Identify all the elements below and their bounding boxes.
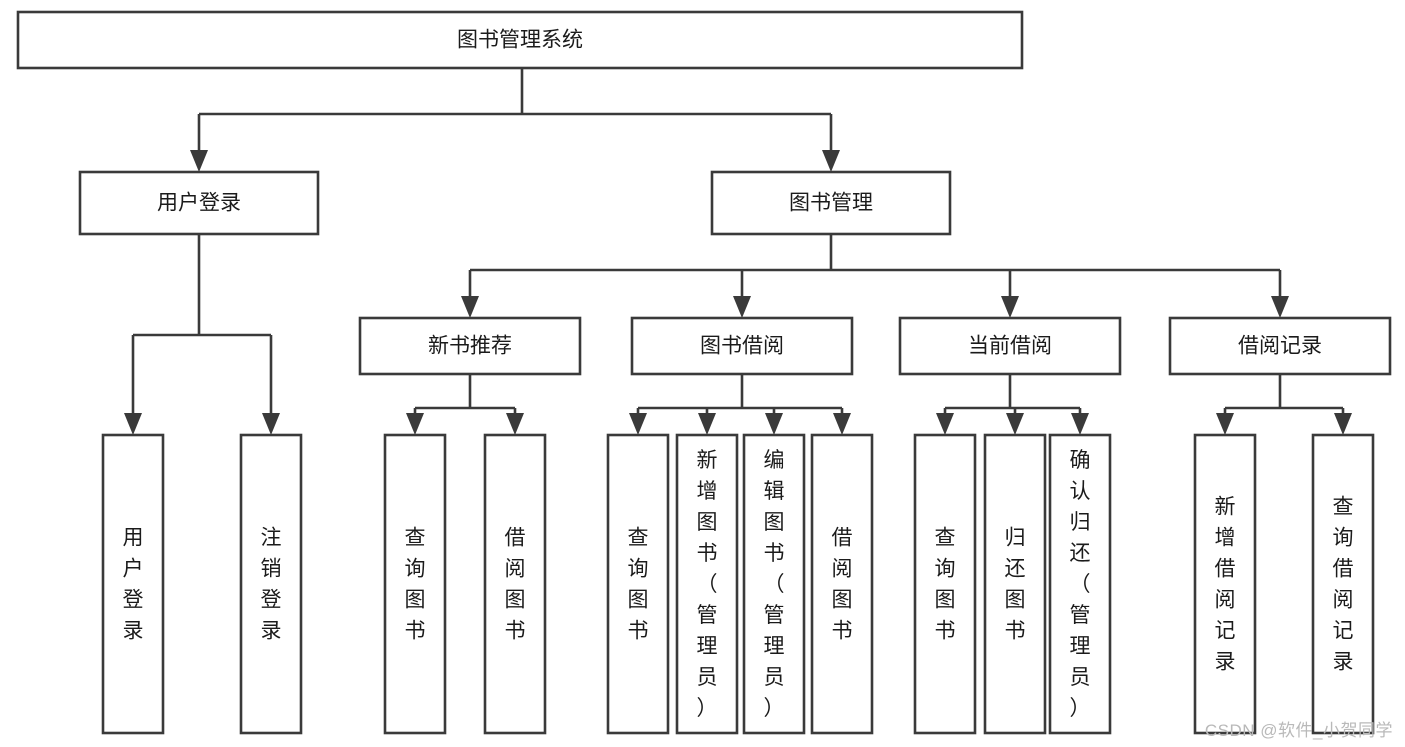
node-current-borrow[interactable]: 当前借阅 — [898, 316, 1122, 376]
node-label-book-manage: 图书管理 — [789, 192, 873, 215]
node-box-leaf-borrow-book — [810, 433, 874, 735]
arrow-leaf-confirm-return-admin-icon — [1071, 413, 1089, 435]
arrow-leaf-query-book-recommend-icon — [406, 413, 424, 435]
arrow-borrow-record-icon — [1271, 296, 1289, 318]
node-box-borrow-record — [1168, 316, 1392, 376]
node-box-current-borrow — [898, 316, 1122, 376]
arrow-leaf-edit-book-admin-icon — [765, 413, 783, 435]
node-borrow-record[interactable]: 借阅记录 — [1168, 316, 1392, 376]
node-leaf-query-book-current[interactable]: 查询图书 — [913, 433, 977, 735]
node-label-new-book-recommend: 新书推荐 — [428, 335, 512, 358]
node-box-book-borrow — [630, 316, 854, 376]
node-leaf-return-book[interactable]: 归还图书 — [983, 433, 1047, 735]
node-label-leaf-query-book-recommend: 查询图书 — [405, 527, 426, 643]
node-layer: 图书管理系统用户登录图书管理新书推荐图书借阅当前借阅借阅记录用户登录注销登录查询… — [16, 10, 1392, 735]
node-box-leaf-confirm-return-admin — [1048, 433, 1112, 735]
node-label-borrow-record: 借阅记录 — [1238, 335, 1322, 358]
arrow-leaf-user-login-icon — [124, 413, 142, 435]
node-label-leaf-confirm-return-admin: 确认归还（管理员） — [1070, 449, 1091, 720]
node-leaf-edit-book-admin[interactable]: 编辑图书（管理员） — [742, 433, 806, 735]
arrow-leaf-query-book-borrow-icon — [629, 413, 647, 435]
node-box-leaf-edit-book-admin — [742, 433, 806, 735]
node-label-leaf-add-book-admin: 新增图书（管理员） — [697, 449, 718, 720]
node-box-new-book-recommend — [358, 316, 582, 376]
node-label-root: 图书管理系统 — [457, 29, 583, 52]
node-book-borrow[interactable]: 图书借阅 — [630, 316, 854, 376]
arrow-user-login-icon — [190, 150, 208, 172]
node-label-leaf-borrow-book-recommend: 借阅图书 — [505, 527, 526, 643]
arrow-book-manage-icon — [822, 150, 840, 172]
arrow-new-book-recommend-icon — [461, 296, 479, 318]
node-label-leaf-edit-book-admin: 编辑图书（管理员） — [764, 449, 785, 720]
arrow-leaf-add-borrow-record-icon — [1216, 413, 1234, 435]
node-new-book-recommend[interactable]: 新书推荐 — [358, 316, 582, 376]
node-box-leaf-query-book-current — [913, 433, 977, 735]
node-leaf-add-borrow-record[interactable]: 新增借阅记录 — [1193, 433, 1257, 735]
node-label-user-login: 用户登录 — [157, 192, 241, 215]
node-box-leaf-user-login — [101, 433, 165, 735]
arrow-leaf-query-borrow-record-icon — [1334, 413, 1352, 435]
node-box-leaf-user-logout — [239, 433, 303, 735]
node-label-leaf-user-logout: 注销登录 — [261, 527, 282, 643]
arrow-leaf-query-book-current-icon — [936, 413, 954, 435]
node-label-leaf-borrow-book: 借阅图书 — [832, 527, 853, 643]
node-label-leaf-user-login: 用户登录 — [123, 527, 144, 643]
arrow-leaf-return-book-icon — [1006, 413, 1024, 435]
node-leaf-borrow-book-recommend[interactable]: 借阅图书 — [483, 433, 547, 735]
node-leaf-confirm-return-admin[interactable]: 确认归还（管理员） — [1048, 433, 1112, 735]
node-leaf-user-logout[interactable]: 注销登录 — [239, 433, 303, 735]
node-box-user-login — [78, 170, 320, 236]
node-label-leaf-query-book-current: 查询图书 — [935, 527, 956, 643]
node-label-leaf-return-book: 归还图书 — [1005, 527, 1026, 643]
node-leaf-query-book-borrow[interactable]: 查询图书 — [606, 433, 670, 735]
node-box-leaf-return-book — [983, 433, 1047, 735]
node-box-book-manage — [710, 170, 952, 236]
node-root[interactable]: 图书管理系统 — [16, 10, 1024, 70]
node-box-leaf-query-borrow-record — [1311, 433, 1375, 735]
node-leaf-query-borrow-record[interactable]: 查询借阅记录 — [1311, 433, 1375, 735]
node-box-leaf-add-borrow-record — [1193, 433, 1257, 735]
node-leaf-borrow-book[interactable]: 借阅图书 — [810, 433, 874, 735]
node-box-leaf-query-book-borrow — [606, 433, 670, 735]
node-label-leaf-query-borrow-record: 查询借阅记录 — [1333, 496, 1354, 674]
node-leaf-query-book-recommend[interactable]: 查询图书 — [383, 433, 447, 735]
node-leaf-add-book-admin[interactable]: 新增图书（管理员） — [675, 433, 739, 735]
arrow-book-borrow-icon — [733, 296, 751, 318]
arrow-layer — [124, 150, 1352, 435]
node-box-leaf-add-book-admin — [675, 433, 739, 735]
node-box-root — [16, 10, 1024, 70]
arrow-leaf-borrow-book-icon — [833, 413, 851, 435]
node-label-current-borrow: 当前借阅 — [968, 335, 1052, 358]
node-label-leaf-add-borrow-record: 新增借阅记录 — [1215, 496, 1236, 674]
node-label-book-borrow: 图书借阅 — [700, 335, 784, 358]
arrow-leaf-add-book-admin-icon — [698, 413, 716, 435]
arrow-leaf-user-logout-icon — [262, 413, 280, 435]
arrow-current-borrow-icon — [1001, 296, 1019, 318]
node-leaf-user-login[interactable]: 用户登录 — [101, 433, 165, 735]
arrow-leaf-borrow-book-recommend-icon — [506, 413, 524, 435]
node-user-login[interactable]: 用户登录 — [78, 170, 320, 236]
node-book-manage[interactable]: 图书管理 — [710, 170, 952, 236]
node-box-leaf-borrow-book-recommend — [483, 433, 547, 735]
watermark-label: CSDN @软件_小贺同学 — [1204, 721, 1393, 740]
node-label-leaf-query-book-borrow: 查询图书 — [628, 527, 649, 643]
node-box-leaf-query-book-recommend — [383, 433, 447, 735]
